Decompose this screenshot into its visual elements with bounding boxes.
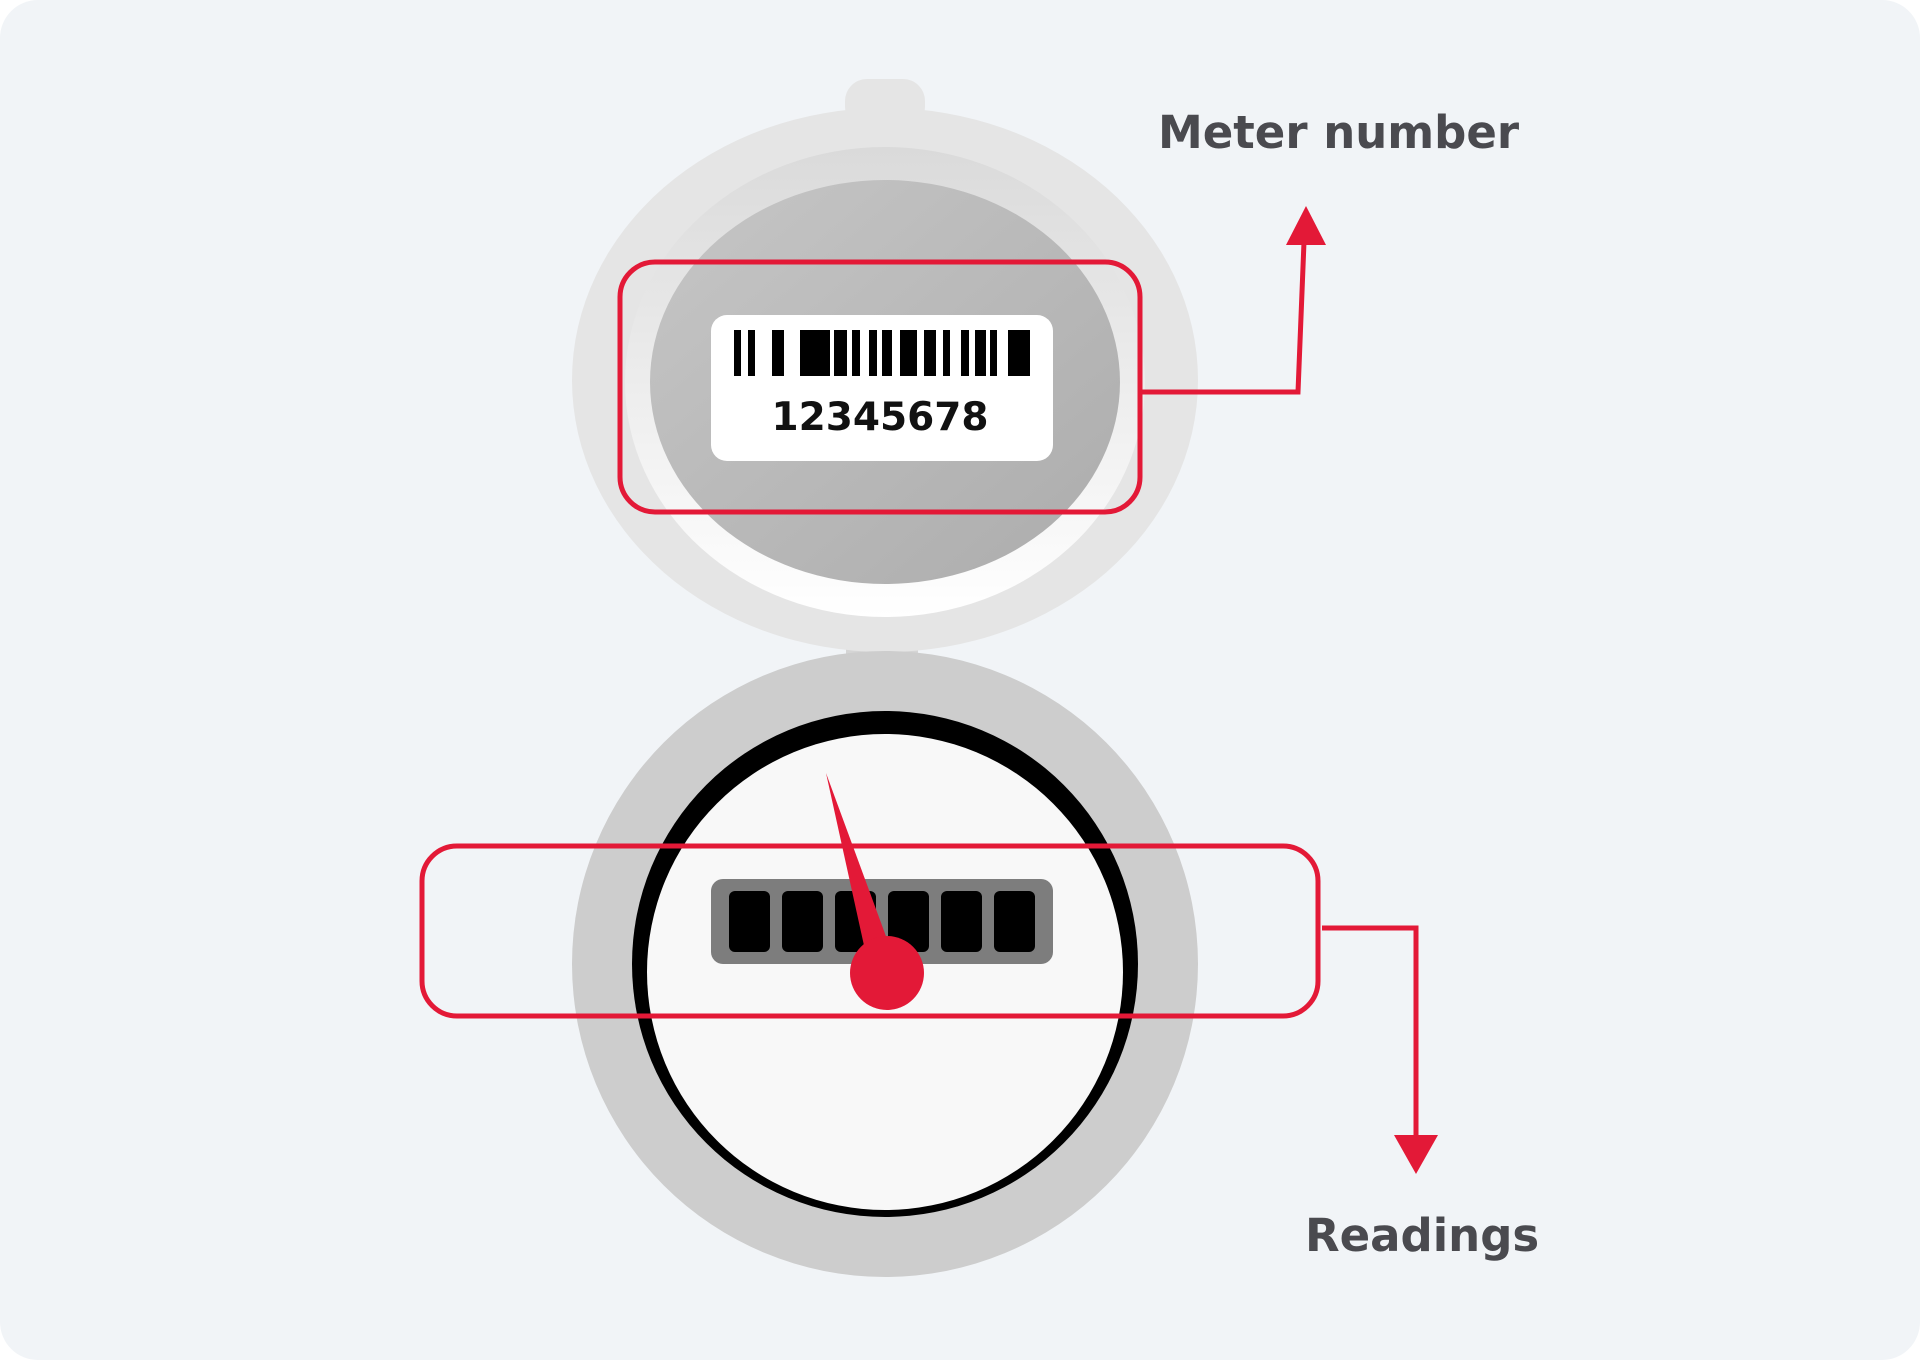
odometer-digit-window [888, 891, 929, 952]
barcode-bar [748, 330, 755, 376]
odometer-digit-window [941, 891, 982, 952]
barcode-bar [975, 330, 986, 376]
meter-number-callout: Meter number [617, 106, 1520, 515]
readings-leader-line [1322, 925, 1419, 1138]
readings-arrow-down-icon [1394, 1135, 1438, 1174]
readings-label: Readings [1305, 1209, 1539, 1262]
odometer-digit-window [729, 891, 770, 952]
barcode-bar [800, 330, 830, 376]
barcode-bar [943, 330, 950, 376]
barcode [734, 330, 1030, 376]
barcode-bar [924, 330, 936, 376]
odometer-digit-window [782, 891, 823, 952]
barcode-bar [882, 330, 892, 376]
readings-callout: Readings [419, 843, 1539, 1262]
barcode-bar [1008, 330, 1030, 376]
meter-number-highlight-box [617, 259, 1143, 515]
meter-number-arrow-up-icon [1286, 206, 1326, 245]
barcode-bar [852, 330, 860, 376]
barcode-bar [772, 330, 784, 376]
meter-number-sticker: 12345678 [711, 315, 1053, 461]
barcode-bar [961, 330, 969, 376]
odometer-digit-window [994, 891, 1035, 952]
meter-number-label: Meter number [1158, 106, 1520, 159]
barcode-bar [990, 330, 997, 376]
dial-pointer [826, 773, 924, 1010]
meter-body [572, 651, 1198, 1277]
barcode-bar [834, 330, 847, 376]
barcode-bar [869, 330, 877, 376]
serial-number: 12345678 [771, 395, 988, 440]
barcode-bar [734, 330, 741, 376]
pointer-needle [826, 773, 891, 950]
meter-number-leader-line [1142, 241, 1307, 395]
pointer-hub [850, 936, 924, 1010]
readings-highlight-box [419, 843, 1321, 1019]
odometer [711, 879, 1053, 964]
barcode-bar [900, 330, 917, 376]
